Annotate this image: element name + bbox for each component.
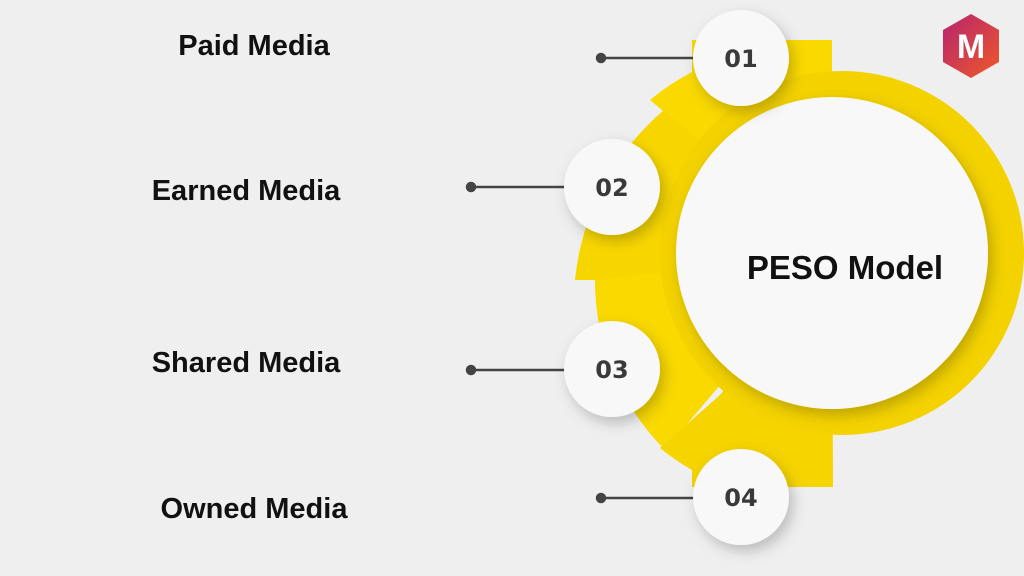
label-paid-media: Paid Media	[178, 30, 330, 62]
badge-number: 01	[724, 45, 757, 73]
badge-04: 04	[693, 449, 789, 545]
badge-number: 04	[724, 484, 757, 512]
label-owned-media: Owned Media	[160, 493, 348, 525]
label-shared-media: Shared Media	[151, 347, 341, 379]
brand-logo: M	[943, 14, 999, 78]
center-circle	[676, 97, 988, 409]
badge-02: 02	[564, 139, 660, 235]
logo-letter: M	[957, 28, 985, 66]
badge-number: 02	[595, 174, 628, 202]
badge-03: 03	[564, 321, 660, 417]
center-title: PESO Model	[747, 249, 943, 286]
badge-01: 01	[693, 10, 789, 106]
label-earned-media: Earned Media	[151, 175, 341, 207]
badge-number: 03	[595, 356, 628, 384]
